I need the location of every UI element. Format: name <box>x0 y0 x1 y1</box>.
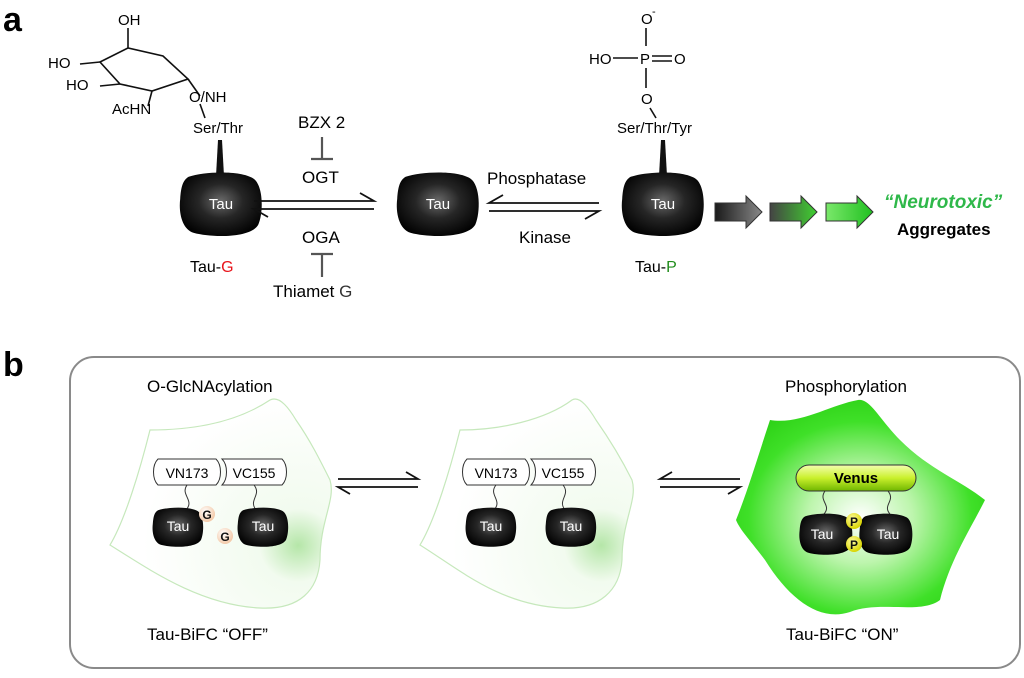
linker <box>886 490 892 515</box>
linker <box>561 484 567 511</box>
g-badge-text: G <box>220 530 229 544</box>
aggregation-arrow-1 <box>714 194 763 230</box>
caption-bifc-off: Tau-BiFC “OFF” <box>147 625 268 644</box>
vc155-fragment: VC155 <box>529 458 596 486</box>
oga-label: OGA <box>302 228 340 247</box>
linker <box>184 484 190 511</box>
phospho-residue: Ser/Thr/Tyr <box>617 120 692 137</box>
thiamet-inhibit-bar <box>311 252 333 277</box>
tau-label: Tau <box>252 518 275 534</box>
tau-glycosylated: Tau <box>179 172 262 237</box>
vn173-fragment: VN173 <box>153 458 221 486</box>
neurotoxic-label: “Neurotoxic” <box>884 192 1003 213</box>
phosphatase-label: Phosphatase <box>487 169 586 188</box>
g-badge-text: G <box>202 508 211 522</box>
tau-label: Tau <box>167 518 190 534</box>
sugar-oh: OH <box>118 12 141 29</box>
vc155-label: VC155 <box>233 465 276 481</box>
tau-label: Tau <box>480 518 503 534</box>
phos-o-link: O <box>641 91 653 108</box>
sugar-ho-bottom: HO <box>66 77 89 94</box>
sugar-ho-top: HO <box>48 55 71 72</box>
aggregates-label: Aggregates <box>897 220 991 239</box>
vn173-label: VN173 <box>166 465 209 481</box>
ogt-label: OGT <box>302 168 339 187</box>
tau-label: Tau <box>651 196 675 213</box>
sugar-linkage: O/NH <box>189 89 227 106</box>
panel-b-label: b <box>3 346 24 384</box>
vn173-fragment: VN173 <box>462 458 530 486</box>
vc155-label: VC155 <box>542 465 585 481</box>
phosphate-bonds <box>613 28 672 119</box>
g-badge <box>199 506 215 522</box>
tau-p-label: Tau-P <box>635 259 677 276</box>
tau-label: Tau <box>811 526 834 542</box>
tau-label: Tau <box>209 196 233 213</box>
tau-label: Tau <box>877 526 900 542</box>
aggregation-arrow-3 <box>825 194 874 230</box>
linker <box>493 484 498 511</box>
equilibrium-arrows-kinase <box>485 194 603 220</box>
tau-label: Tau <box>560 518 583 534</box>
phos-minus: - <box>652 6 656 18</box>
bzx2-inhibit-bar <box>311 137 333 161</box>
title-phosphorylation: Phosphorylation <box>785 377 907 396</box>
glcnac-structure <box>79 28 206 119</box>
equilibrium-arrows-right <box>656 471 744 495</box>
equilibrium-arrows-ogt-oga <box>250 192 378 218</box>
glyco-wedge <box>216 140 224 176</box>
phos-p: P <box>640 51 650 68</box>
p-badge <box>846 513 862 529</box>
panel-a-label: a <box>3 1 23 39</box>
kinase-label: Kinase <box>519 228 571 247</box>
venus-label: Venus <box>834 470 878 487</box>
phos-ho: HO <box>589 51 612 68</box>
title-o-glcnacylation: O-GlcNAcylation <box>147 377 273 396</box>
tau-phosphorylated: Tau <box>621 172 704 237</box>
cell-phosphorylated: Venus Tau Tau P P <box>736 399 985 615</box>
vn173-label: VN173 <box>475 465 518 481</box>
vc155-fragment: VC155 <box>220 458 287 486</box>
g-badge <box>217 528 233 544</box>
p-badge-text: P <box>850 515 858 529</box>
glyco-residue: Ser/Thr <box>193 120 243 137</box>
sugar-achn: AcHN <box>112 101 151 118</box>
aggregation-arrow-2 <box>769 194 818 230</box>
linker <box>822 490 828 515</box>
p-badge <box>846 536 862 552</box>
linker <box>252 484 258 511</box>
thiamet-g-label: Thiamet G <box>273 282 352 301</box>
phos-o-minus: O <box>641 11 653 28</box>
tau-label: Tau <box>426 196 450 213</box>
venus-capsule: Venus <box>795 464 917 492</box>
caption-bifc-on: Tau-BiFC “ON” <box>786 625 899 644</box>
bzx2-label: BZX 2 <box>298 113 345 132</box>
equilibrium-arrows-left <box>334 471 422 495</box>
p-badge-text: P <box>850 538 858 552</box>
phospho-wedge <box>659 140 667 176</box>
tau-unmodified: Tau <box>396 172 479 237</box>
tau-g-label: Tau-G <box>190 259 234 276</box>
cell-glcnac: VN173 VC155 Tau Tau G G <box>109 398 332 609</box>
phos-o-double: O <box>674 51 686 68</box>
cell-neutral: VN173 VC155 Tau Tau <box>419 398 634 609</box>
